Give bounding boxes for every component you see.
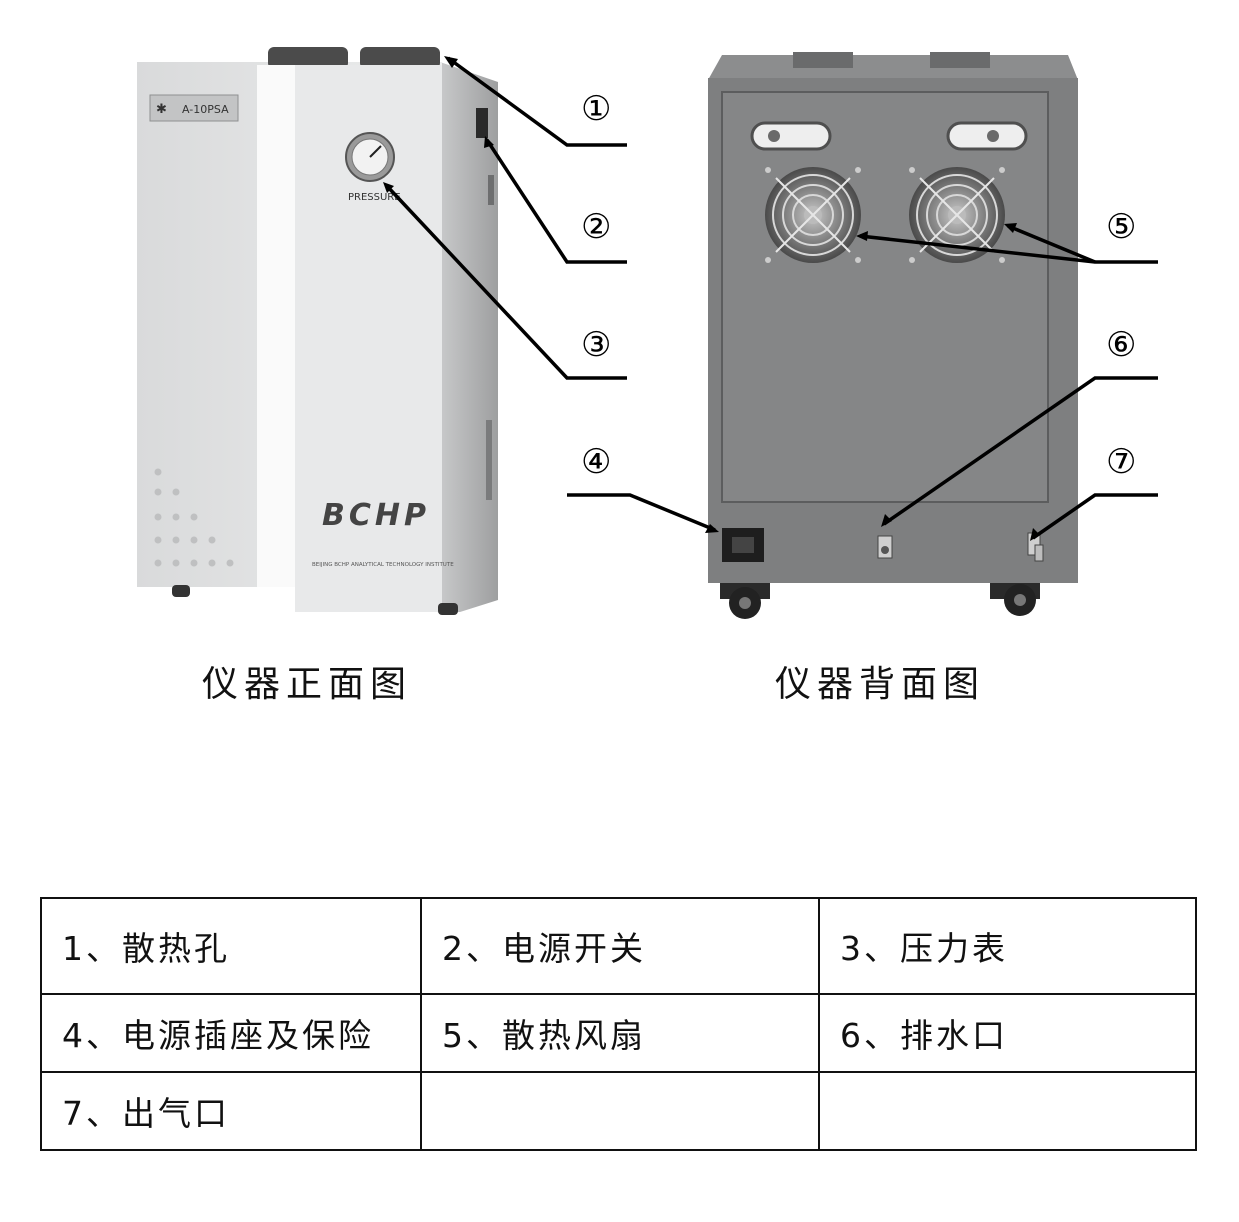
callout-2: ②: [581, 207, 611, 247]
drain-icon: [877, 535, 893, 559]
callout-3: ③: [581, 325, 611, 365]
legend-cell: 5、散热风扇: [420, 993, 820, 1073]
logo-icon: ✱: [156, 102, 167, 117]
back-top-edge: [708, 55, 1078, 80]
table-row: 4、电源插座及保险 5、散热风扇 6、排水口: [40, 993, 1197, 1073]
back-inner-panel: [721, 91, 1049, 503]
legend-cell: 2、电源开关: [420, 897, 820, 995]
callout-6: ⑥: [1106, 325, 1136, 365]
instrument-figure: A-10PSA ✱ PRESSURE BCHP BEIJING BCHP ANA…: [137, 47, 1158, 619]
legend-cell: 4、电源插座及保险: [40, 993, 422, 1073]
legend-cell: [818, 1071, 1197, 1151]
front-view-caption: 仪器正面图: [202, 664, 413, 705]
callout-7: ⑦: [1106, 442, 1136, 482]
legend-cell: 3、压力表: [818, 897, 1197, 995]
front-vent-holes: [154, 468, 234, 567]
front-brand-subtitle: BEIJING BCHP ANALYTICAL TECHNOLOGY INSTI…: [312, 562, 454, 568]
handle-left: [750, 121, 832, 151]
callout-4: ④: [581, 442, 611, 482]
fan-right-icon: [909, 167, 1005, 263]
callout-lines: [384, 56, 1158, 540]
power-switch-icon: [476, 108, 488, 138]
front-side-panel: [440, 62, 498, 612]
callout-5: ⑤: [1106, 207, 1136, 247]
table-row: 1、散热孔 2、电源开关 3、压力表: [40, 897, 1197, 995]
model-label: A-10PSA: [182, 103, 229, 116]
legend-cell: 6、排水口: [818, 993, 1197, 1073]
pressure-gauge-icon: [345, 132, 395, 182]
back-wheels: [720, 583, 1040, 619]
callout-arrowheads: [383, 56, 1040, 541]
legend-cell: 7、出气口: [40, 1071, 422, 1151]
back-view: [708, 52, 1078, 619]
component-legend-table: 1、散热孔 2、电源开关 3、压力表 4、电源插座及保险 5、散热风扇 6、排水…: [40, 897, 1197, 1151]
front-brand: BCHP: [322, 498, 430, 533]
front-stripe: [257, 65, 295, 587]
legend-cell: 1、散热孔: [40, 897, 422, 995]
top-vent-right: [360, 47, 440, 69]
model-label-box: [149, 94, 239, 122]
legend-cell: [420, 1071, 820, 1151]
fan-left-icon: [765, 167, 861, 263]
top-vent-left: [268, 47, 348, 69]
table-row: 7、出气口: [40, 1071, 1197, 1151]
callout-1: ①: [581, 89, 611, 129]
back-view-caption: 仪器背面图: [775, 664, 986, 705]
gauge-label: PRESSURE: [348, 192, 401, 203]
front-view: A-10PSA ✱ PRESSURE BCHP BEIJING BCHP ANA…: [137, 47, 498, 615]
